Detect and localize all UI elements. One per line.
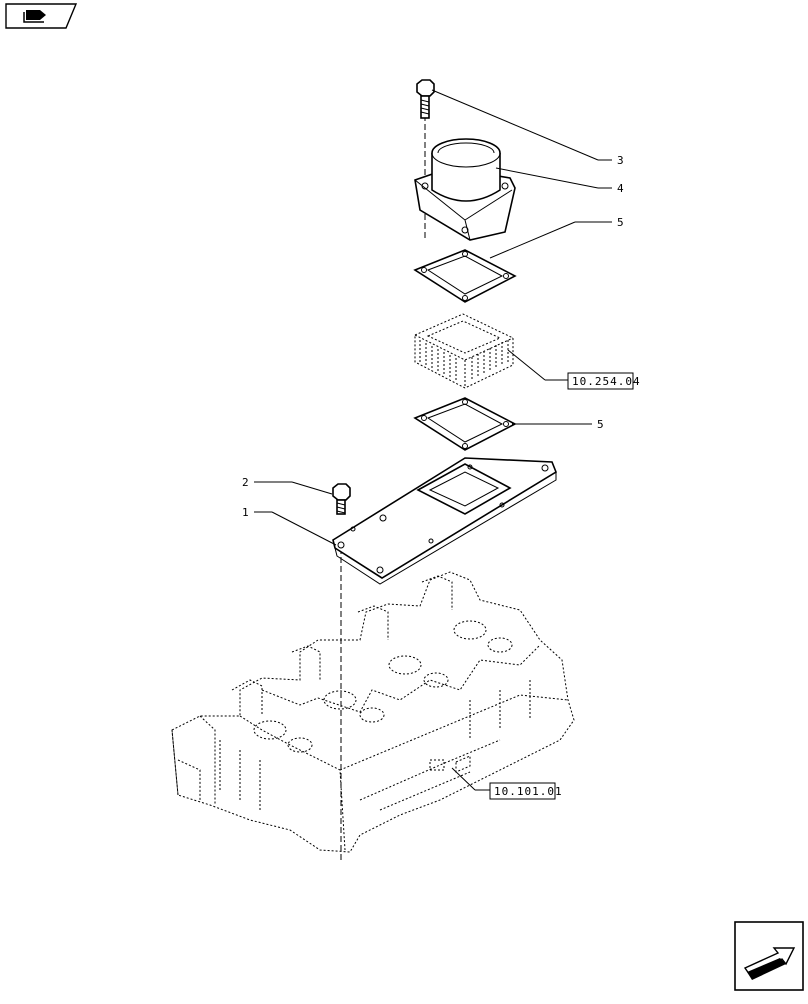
next-page-arrow-icon[interactable]	[734, 921, 804, 991]
callout-3: 3	[617, 154, 624, 167]
flange-part-4	[414, 138, 516, 241]
book-pointer-icon[interactable]	[5, 3, 78, 29]
heater-block	[414, 313, 514, 389]
reference-head-label: 10.101.01	[494, 785, 563, 798]
callout-5-upper: 5	[617, 216, 624, 229]
gasket-part-5-lower	[413, 397, 517, 451]
callout-1: 1	[242, 506, 249, 519]
cylinder-head	[171, 571, 575, 853]
bolt-part-2	[332, 483, 351, 515]
gasket-part-5-upper	[413, 249, 517, 303]
cover-plate-part-1	[332, 457, 557, 585]
reference-box-head[interactable]: 10.101.01	[489, 782, 563, 800]
callout-5-lower: 5	[597, 418, 604, 431]
leader-lines	[254, 89, 612, 791]
callout-2: 2	[242, 476, 249, 489]
callout-4: 4	[617, 182, 624, 195]
reference-filter-label: 10.254.04	[572, 375, 641, 388]
bolt-part-3	[416, 79, 435, 119]
reference-box-filter[interactable]: 10.254.04	[567, 372, 641, 390]
